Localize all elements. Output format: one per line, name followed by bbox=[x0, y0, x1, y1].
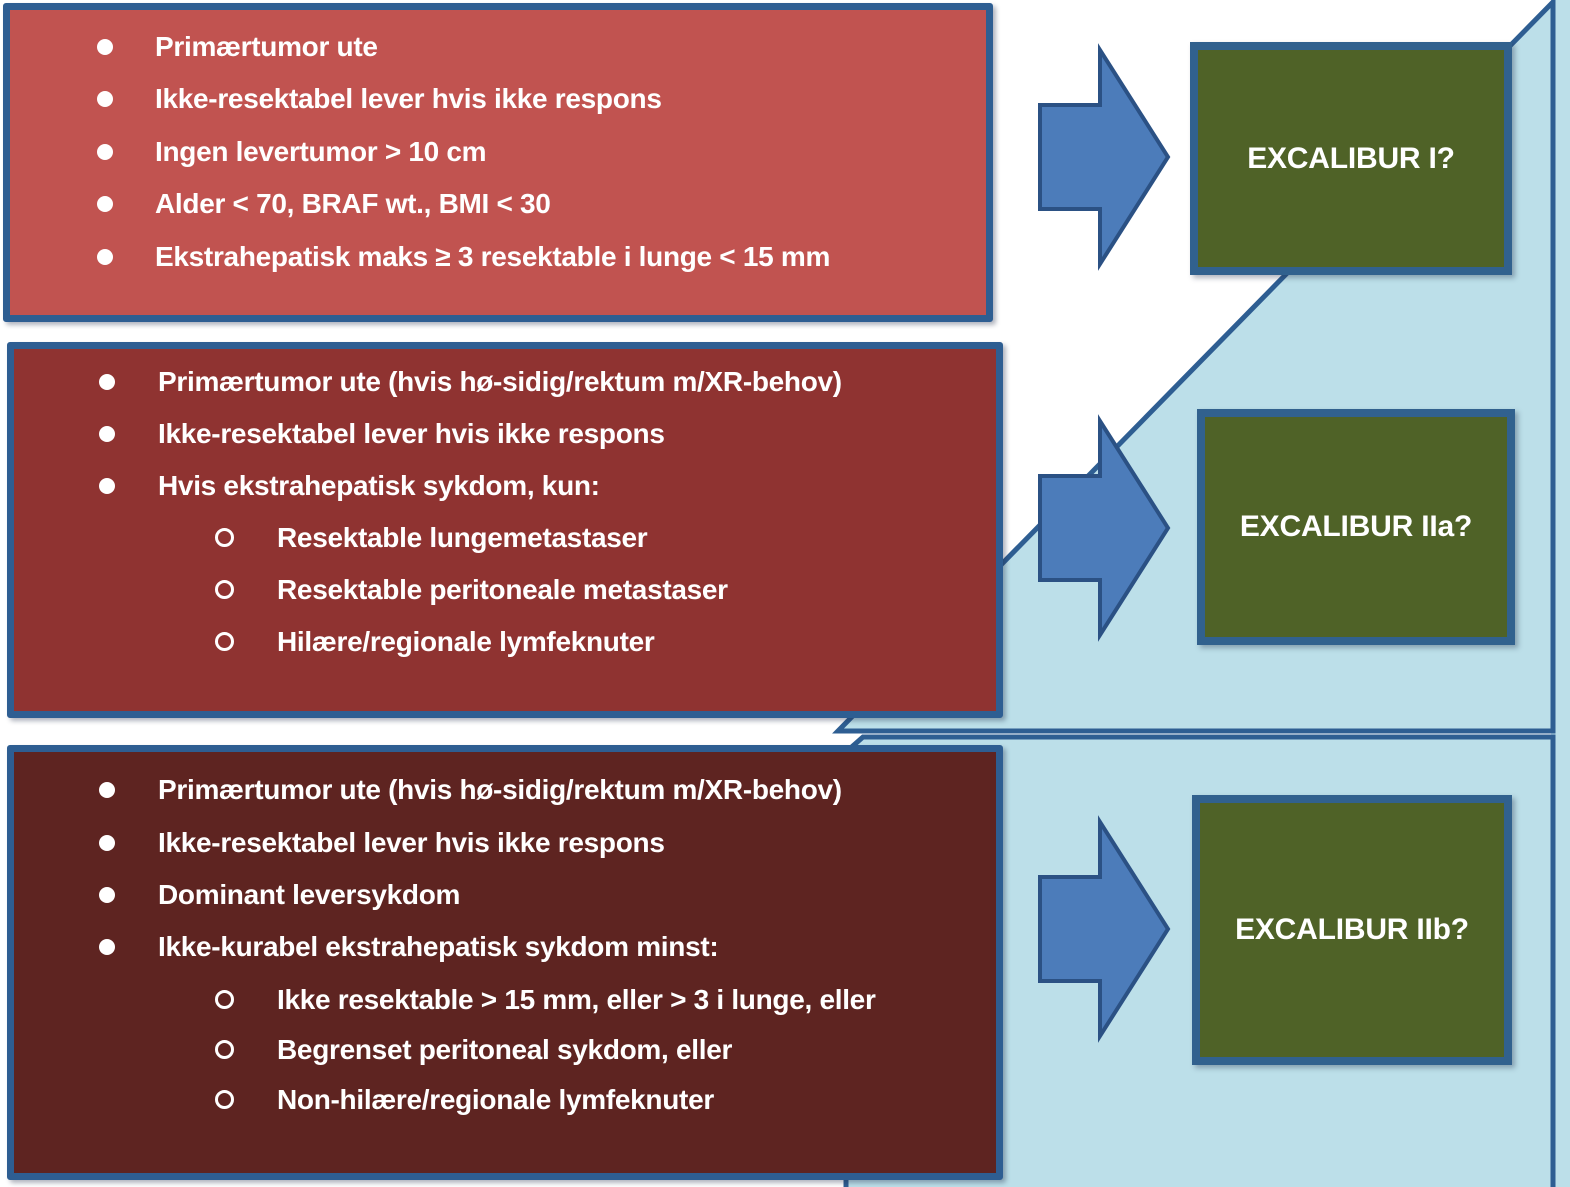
outcome-box-excalibur-2b: EXCALIBUR IIb? bbox=[1192, 795, 1512, 1065]
bullet-icon bbox=[97, 39, 113, 55]
list-item: Dominant leversykdom bbox=[14, 869, 996, 921]
list-item-text: Primærtumor ute (hvis hø-sidig/rektum m/… bbox=[158, 366, 842, 397]
list-item-text: Ikke resektable > 15 mm, eller > 3 i lun… bbox=[277, 984, 876, 1015]
bullet-icon bbox=[99, 887, 115, 903]
circle-bullet-icon bbox=[215, 528, 234, 547]
bullet-icon bbox=[99, 374, 115, 390]
list-item-text: Dominant leversykdom bbox=[158, 879, 461, 910]
bullet-icon bbox=[99, 939, 115, 955]
circle-bullet-icon bbox=[215, 632, 234, 651]
bullet-icon bbox=[97, 196, 113, 212]
list-item: Ekstrahepatisk maks ≥ 3 resektable i lun… bbox=[10, 231, 986, 283]
list-item-text: Ikke-resektabel lever hvis ikke respons bbox=[158, 827, 665, 858]
circle-bullet-icon bbox=[215, 990, 234, 1009]
list-item: Ikke-kurabel ekstrahepatisk sykdom minst… bbox=[14, 921, 996, 973]
list-item-text: Alder < 70, BRAF wt., BMI < 30 bbox=[155, 188, 551, 219]
list-item-text: Ikke-resektabel lever hvis ikke respons bbox=[158, 418, 665, 449]
list-item: Ikke-resektabel lever hvis ikke respons bbox=[14, 817, 996, 869]
list-item: Primærtumor ute (hvis hø-sidig/rektum m/… bbox=[14, 764, 996, 816]
list-item-text: Resektable peritoneale metastaser bbox=[277, 574, 728, 605]
list-item-text: Non-hilære/regionale lymfeknuter bbox=[277, 1084, 714, 1115]
list-item: Alder < 70, BRAF wt., BMI < 30 bbox=[10, 178, 986, 230]
list-item-text: Hilære/regionale lymfeknuter bbox=[277, 626, 655, 657]
list-item: Hvis ekstrahepatisk sykdom, kun: bbox=[14, 460, 996, 512]
bullet-icon bbox=[99, 426, 115, 442]
outcome-box-excalibur-1: EXCALIBUR I? bbox=[1190, 42, 1512, 275]
circle-bullet-icon bbox=[215, 1090, 234, 1109]
bullet-icon bbox=[97, 91, 113, 107]
bullet-icon bbox=[97, 249, 113, 265]
list-item: Primærtumor ute (hvis hø-sidig/rektum m/… bbox=[14, 356, 996, 408]
list-item-text: Ekstrahepatisk maks ≥ 3 resektable i lun… bbox=[155, 241, 831, 272]
outcome-label: EXCALIBUR IIa? bbox=[1239, 510, 1473, 543]
list-item: Hilære/regionale lymfeknuter bbox=[14, 616, 996, 668]
criteria-box-2: Primærtumor ute (hvis hø-sidig/rektum m/… bbox=[7, 342, 1003, 718]
list-item: Resektable lungemetastaser bbox=[14, 512, 996, 564]
list-item-text: Begrenset peritoneal sykdom, eller bbox=[277, 1034, 733, 1065]
bullet-icon bbox=[99, 478, 115, 494]
list-item: Primærtumor ute bbox=[10, 21, 986, 73]
right-arrow-icon bbox=[1038, 43, 1171, 271]
list-item: Ikke-resektabel lever hvis ikke respons bbox=[14, 408, 996, 460]
list-item: Resektable peritoneale metastaser bbox=[14, 564, 996, 616]
list-item: Ikke resektable > 15 mm, eller > 3 i lun… bbox=[14, 974, 996, 1026]
list-item: Begrenset peritoneal sykdom, eller bbox=[14, 1024, 996, 1076]
list-item-text: Primærtumor ute (hvis hø-sidig/rektum m/… bbox=[158, 774, 842, 805]
outcome-box-excalibur-2a: EXCALIBUR IIa? bbox=[1197, 409, 1515, 645]
list-item: Ikke-resektabel lever hvis ikke respons bbox=[10, 73, 986, 125]
right-arrow-icon bbox=[1038, 815, 1171, 1043]
bullet-icon bbox=[99, 782, 115, 798]
list-item-text: Ikke-resektabel lever hvis ikke respons bbox=[155, 83, 662, 114]
bullet-icon bbox=[99, 835, 115, 851]
right-arrow-icon bbox=[1038, 414, 1171, 642]
circle-bullet-icon bbox=[215, 1040, 234, 1059]
criteria-box-1: Primærtumor ute Ikke-resektabel lever hv… bbox=[3, 3, 993, 322]
list-item-text: Primærtumor ute bbox=[155, 31, 378, 62]
bullet-icon bbox=[97, 144, 113, 160]
circle-bullet-icon bbox=[215, 580, 234, 599]
outcome-label: EXCALIBUR I? bbox=[1247, 141, 1455, 175]
list-item-text: Resektable lungemetastaser bbox=[277, 522, 648, 553]
criteria-box-3: Primærtumor ute (hvis hø-sidig/rektum m/… bbox=[7, 745, 1003, 1180]
list-item-text: Ikke-kurabel ekstrahepatisk sykdom minst… bbox=[158, 931, 719, 962]
right-edge-strip bbox=[1551, 0, 1570, 1187]
list-item: Non-hilære/regionale lymfeknuter bbox=[14, 1074, 996, 1126]
list-item-text: Hvis ekstrahepatisk sykdom, kun: bbox=[158, 470, 600, 501]
list-item: Ingen levertumor > 10 cm bbox=[10, 126, 986, 178]
outcome-label: EXCALIBUR IIb? bbox=[1235, 913, 1469, 946]
list-item-text: Ingen levertumor > 10 cm bbox=[155, 136, 487, 167]
